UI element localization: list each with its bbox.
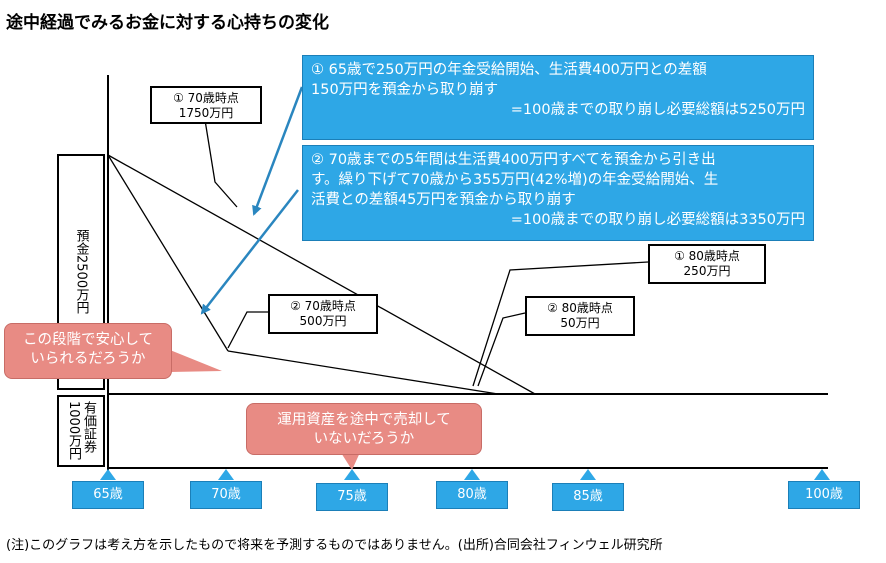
plan2-line-a	[107, 154, 229, 352]
note-plan1-line3: =100歳までの取り崩し必要総額は5250万円	[510, 102, 805, 118]
callout-plan1-age70-line2: 1750万円	[178, 106, 234, 120]
callout-plan1-age70: ① 70歳時点 1750万円	[150, 86, 262, 124]
callout-plan1-age70-line1: ① 70歳時点	[173, 91, 239, 105]
axis-label-75: 75歳	[316, 483, 388, 511]
securities-label-2: 1000万円	[66, 401, 81, 461]
axis-label-70: 70歳	[190, 481, 262, 509]
callout-plan2-age70: ② 70歳時点 500万円	[268, 294, 378, 334]
note-plan2-line3: 活費との差額45万円を預金から取り崩す	[311, 192, 576, 208]
note-plan2: ② 70歳までの5年間は生活費400万円すべてを預金から引き出 す。繰り下げて7…	[302, 145, 814, 241]
axis-label-85: 85歳	[552, 483, 624, 511]
leader-c1-70	[204, 119, 238, 208]
tick-80	[464, 469, 480, 480]
note-reassured-line2: いられるだろうか	[30, 351, 146, 367]
deposit-label: 預金2500万円	[73, 229, 89, 315]
note-reassured: この段階で安心して いられるだろうか	[4, 323, 172, 379]
callout-plan2-age80-line2: 50万円	[560, 316, 600, 330]
tick-65	[100, 469, 116, 480]
securities-box: 有価証券 1000万円	[57, 395, 105, 467]
plan1-line	[107, 154, 536, 395]
axis-label-80: 80歳	[436, 481, 508, 509]
pink1-pointer	[170, 350, 222, 372]
note-sold-assets-line2: いないだろうか	[313, 431, 415, 447]
note-plan2-line1: ② 70歳までの5年間は生活費400万円すべてを預金から引き出	[311, 152, 716, 168]
arrow-note2	[200, 189, 299, 315]
note-plan2-line2: す。繰り下げて70歳から355万円(42%増)の年金受給開始、生	[311, 172, 719, 188]
note-plan2-line4: =100歳までの取り崩し必要総額は3350万円	[510, 212, 805, 228]
leader-c2-80	[477, 312, 526, 387]
securities-label-1: 有価証券	[81, 401, 96, 454]
callout-plan2-age80: ② 80歳時点 50万円	[525, 296, 635, 336]
tick-75	[344, 469, 360, 480]
axis-label-100: 100歳	[788, 481, 860, 509]
callout-plan1-age80-line1: ① 80歳時点	[674, 249, 740, 263]
leader-c1-80	[472, 261, 649, 387]
callout-plan2-age70-line1: ② 70歳時点	[290, 299, 356, 313]
tick-85	[580, 469, 596, 480]
tick-100	[814, 469, 830, 480]
callout-plan2-age80-line1: ② 80歳時点	[547, 301, 613, 315]
plan2-line-b	[227, 350, 499, 395]
footnote: (注)このグラフは考え方を示したもので将来を予測するものではありません。(出所)…	[6, 538, 663, 553]
note-sold-assets-line1: 運用資産を途中で売却して	[277, 412, 451, 428]
note-plan1-line2: 150万円を預金から取り崩す	[311, 82, 499, 98]
callout-plan1-age80: ① 80歳時点 250万円	[648, 244, 766, 284]
arrow-note1	[252, 86, 304, 216]
page-title: 途中経過でみるお金に対する心持ちの変化	[6, 13, 329, 33]
note-plan1: ① 65歳で250万円の年金受給開始、生活費400万円との差額 150万円を預金…	[302, 55, 814, 140]
callout-plan2-age70-line2: 500万円	[299, 314, 347, 328]
note-plan1-line1: ① 65歳で250万円の年金受給開始、生活費400万円との差額	[311, 62, 707, 78]
callout-plan1-age80-line2: 250万円	[683, 264, 731, 278]
axis-label-65: 65歳	[72, 481, 144, 509]
leader-c2-70	[227, 311, 268, 349]
tick-70	[218, 469, 234, 480]
note-reassured-line1: この段階で安心して	[22, 332, 154, 348]
note-sold-assets: 運用資産を途中で売却して いないだろうか	[246, 403, 482, 455]
